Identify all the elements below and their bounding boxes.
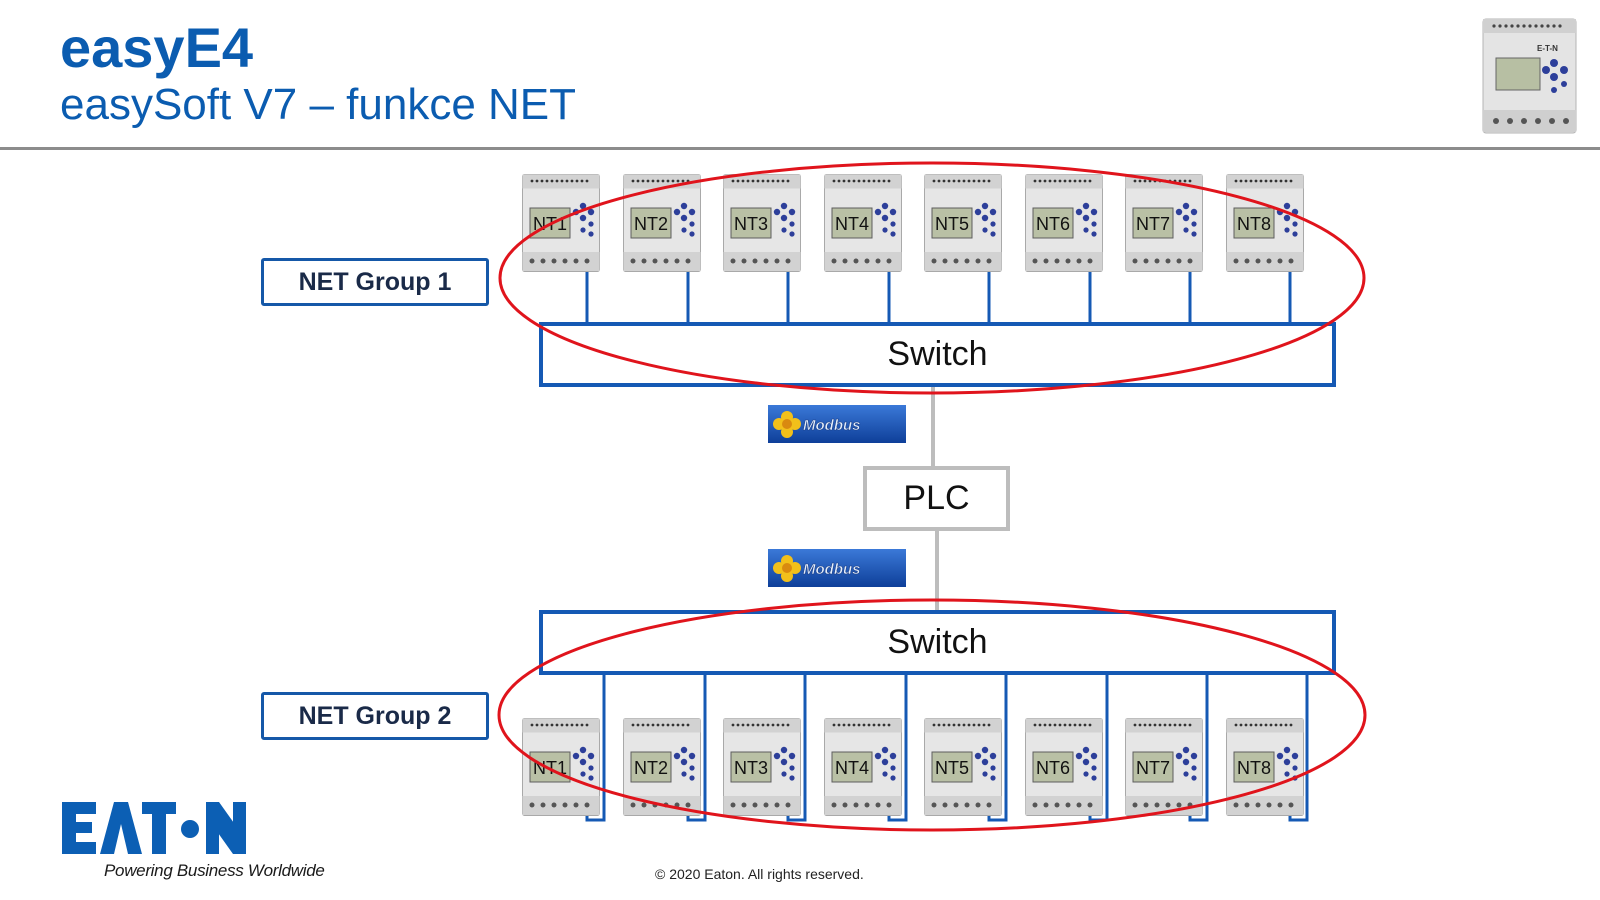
page-subtitle: easySoft V7 – funkce NET xyxy=(60,80,577,129)
device-label: NT3 xyxy=(734,214,769,234)
net-group-2-label: NET Group 2 xyxy=(261,692,489,740)
device-nt7-group1: NT7 xyxy=(1125,174,1203,272)
device-label: NT4 xyxy=(835,214,870,234)
group1-links xyxy=(585,268,1292,322)
device-nt5-group1: NT5 xyxy=(924,174,1002,272)
device-label: NT5 xyxy=(935,214,970,234)
device-label: NT2 xyxy=(634,758,669,778)
device-label: NT8 xyxy=(1237,214,1272,234)
device-nt5-group2: NT5 xyxy=(924,718,1002,816)
easye4-device-image: E-T-N xyxy=(1482,18,1577,134)
device-label: NT2 xyxy=(634,214,669,234)
device-label: NT7 xyxy=(1136,758,1171,778)
device-label: NT3 xyxy=(734,758,769,778)
device-nt2-group2: NT2 xyxy=(623,718,701,816)
device-nt4-group1: NT4 xyxy=(824,174,902,272)
device-nt6-group1: NT6 xyxy=(1025,174,1103,272)
device-nt6-group2: NT6 xyxy=(1025,718,1103,816)
device-label: NT1 xyxy=(533,214,568,234)
page-title: easyE4 xyxy=(60,16,254,79)
device-label: NT6 xyxy=(1036,758,1071,778)
copyright-text: © 2020 Eaton. All rights reserved. xyxy=(655,866,864,882)
device-nt3-group1: NT3 xyxy=(723,174,801,272)
switch-group-1: Switch xyxy=(539,322,1336,387)
device-nt7-group2: NT7 xyxy=(1125,718,1203,816)
plc-box: PLC xyxy=(863,466,1010,531)
device-nt8-group1: NT8 xyxy=(1226,174,1304,272)
svg-text:Modbus: Modbus xyxy=(803,417,861,434)
eaton-logo xyxy=(62,802,246,854)
eaton-tagline: Powering Business Worldwide xyxy=(104,861,325,880)
svg-text:Modbus: Modbus xyxy=(803,561,861,578)
device-nt2-group1: NT2 xyxy=(623,174,701,272)
device-nt8-group2: NT8 xyxy=(1226,718,1304,816)
device-nt3-group2: NT3 xyxy=(723,718,801,816)
net-group-1-label: NET Group 1 xyxy=(261,258,489,306)
device-label: NT8 xyxy=(1237,758,1272,778)
device-label: NT4 xyxy=(835,758,870,778)
device-label: NT1 xyxy=(533,758,568,778)
device-nt1-group1: NT1 xyxy=(522,174,600,272)
device-label: NT6 xyxy=(1036,214,1071,234)
device-label: NT7 xyxy=(1136,214,1171,234)
device-label: NT5 xyxy=(935,758,970,778)
device-nt4-group2: NT4 xyxy=(824,718,902,816)
device-nt1-group2: NT1 xyxy=(522,718,600,816)
header-divider xyxy=(0,147,1600,150)
modbus-logo-upper: Modbus xyxy=(768,405,906,443)
svg-text:E-T-N: E-T-N xyxy=(1537,44,1558,53)
modbus-logo-lower: Modbus xyxy=(768,549,906,587)
switch-group-2: Switch xyxy=(539,610,1336,675)
